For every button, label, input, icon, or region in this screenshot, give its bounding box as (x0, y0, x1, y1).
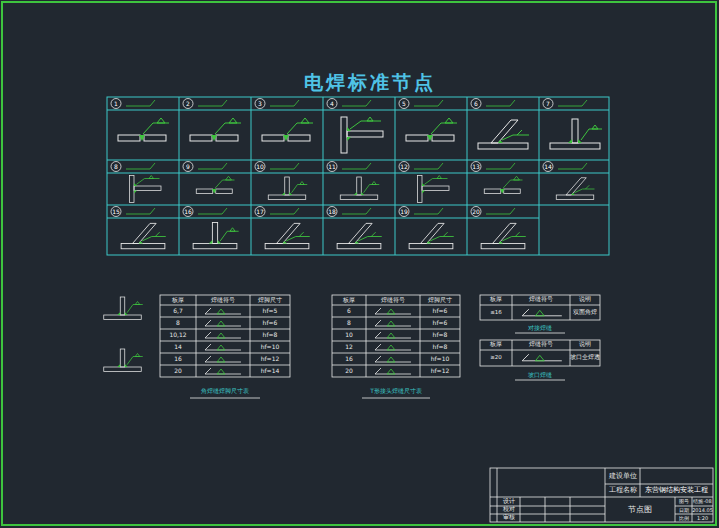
drawing-text: 10,12 (160, 329, 196, 341)
drawing-text: 焊脚尺寸 (250, 295, 290, 305)
drawing-text: 12 (399, 162, 409, 172)
callout-circles (111, 99, 553, 217)
drawing-text: 16 (183, 207, 193, 217)
drawing-text: 6 (332, 305, 366, 317)
table-weld-symbols (205, 308, 562, 374)
drawing-text: hf=12 (420, 365, 460, 377)
drawing-text: hf=10 (420, 353, 460, 365)
drawing-text: 2014.05 (693, 506, 712, 514)
drawing-text: T形接头焊缝尺寸表 (332, 386, 460, 396)
drawing-text: 5 (399, 99, 409, 109)
header-weld-marks (126, 100, 587, 214)
drawing-text: 12 (332, 341, 366, 353)
drawing-text: hf=10 (250, 341, 290, 353)
drawing-text: 8 (332, 317, 366, 329)
drawing-text: ≤16 (480, 305, 512, 320)
drawing-text: 7 (543, 99, 553, 109)
drawing-text: 16 (332, 353, 366, 365)
drawing-text: 节点图 (606, 499, 674, 521)
drawing-text: 20 (332, 365, 366, 377)
drawing-text: 比例 (676, 514, 692, 522)
drawing-text: 20 (160, 365, 196, 377)
drawing-text: 说明 (570, 295, 600, 305)
drawing-text: 焊脚尺寸 (420, 295, 460, 305)
drawing-text: hf=14 (250, 365, 290, 377)
drawing-text: 坡口焊缝 (480, 370, 600, 379)
drawing-text: 3 (255, 99, 265, 109)
drawing-text: 焊缝符号 (366, 295, 420, 305)
drawing-text: 9 (183, 162, 193, 172)
drawing-text: hf=6 (420, 317, 460, 329)
drawing-text: 工程名称 (606, 485, 639, 496)
drawing-text: hf=5 (250, 305, 290, 317)
drawing-text: 板厚 (160, 295, 196, 305)
drawing-text: ≥20 (480, 350, 512, 366)
drawing-text: hf=8 (420, 341, 460, 353)
drawing-text: 焊缝符号 (196, 295, 250, 305)
drawing-text: 8 (111, 162, 121, 172)
drawing-text: 10 (332, 329, 366, 341)
title-block (490, 468, 713, 522)
drawing-text: 17 (255, 207, 265, 217)
drawing-text: 板厚 (332, 295, 366, 305)
drawing-text: 1:20 (693, 514, 712, 522)
drawing-text: 20 (471, 207, 481, 217)
drawing-text: 坡口全焊透 (570, 350, 600, 366)
drawing-text: 说明 (570, 340, 600, 350)
drawing-text: hf=6 (250, 317, 290, 329)
drawing-text: 焊缝符号 (512, 295, 570, 305)
drawing-text: 4 (327, 99, 337, 109)
drawing-text: hf=8 (250, 329, 290, 341)
drawing-text: 19 (399, 207, 409, 217)
drawing-text: 板厚 (480, 340, 512, 350)
joint-details (118, 117, 602, 249)
drawing-text: 1 (111, 99, 121, 109)
drawing-text: 8 (160, 317, 196, 329)
detail-grid (107, 97, 609, 255)
drawing-text: 6 (471, 99, 481, 109)
drawing-text: 校对 (498, 506, 519, 514)
drawing-text: 15 (111, 207, 121, 217)
drawing-text: 对接焊缝 (480, 323, 600, 332)
drawing-text: 11 (327, 162, 337, 172)
drawing-text: hf=8 (420, 329, 460, 341)
drawing-text: 角焊缝焊脚尺寸表 (160, 386, 290, 396)
drawing-text: 2 (183, 99, 193, 109)
drawing-text: 审核 (498, 514, 519, 522)
drawing-text: 10 (255, 162, 265, 172)
drawing-text: 结施-08 (693, 497, 712, 506)
drawing-text: 日期 (676, 506, 692, 514)
drawing-text: 东营钢结构安装工程 (641, 485, 712, 496)
side-figures (104, 297, 143, 372)
drawing-text: 14 (543, 162, 553, 172)
drawing-text: 板厚 (480, 295, 512, 305)
drawing-text: 14 (160, 341, 196, 353)
size-tables (160, 295, 600, 398)
drawing-text: 设计 (498, 497, 519, 506)
drawing-text: 6,7 (160, 305, 196, 317)
drawing-text: hf=6 (420, 305, 460, 317)
drawing-text: hf=12 (250, 353, 290, 365)
drawing-text: 电焊标准节点 (240, 66, 500, 98)
drawing-text: 图号 (676, 497, 692, 506)
drawing-text: 16 (160, 353, 196, 365)
drawing-text: 建设单位 (606, 470, 639, 483)
drawing-text: 焊缝符号 (512, 340, 570, 350)
drawing-text: 18 (327, 207, 337, 217)
drawing-text: 双面角焊 (570, 305, 600, 320)
drawing-text: 13 (471, 162, 481, 172)
